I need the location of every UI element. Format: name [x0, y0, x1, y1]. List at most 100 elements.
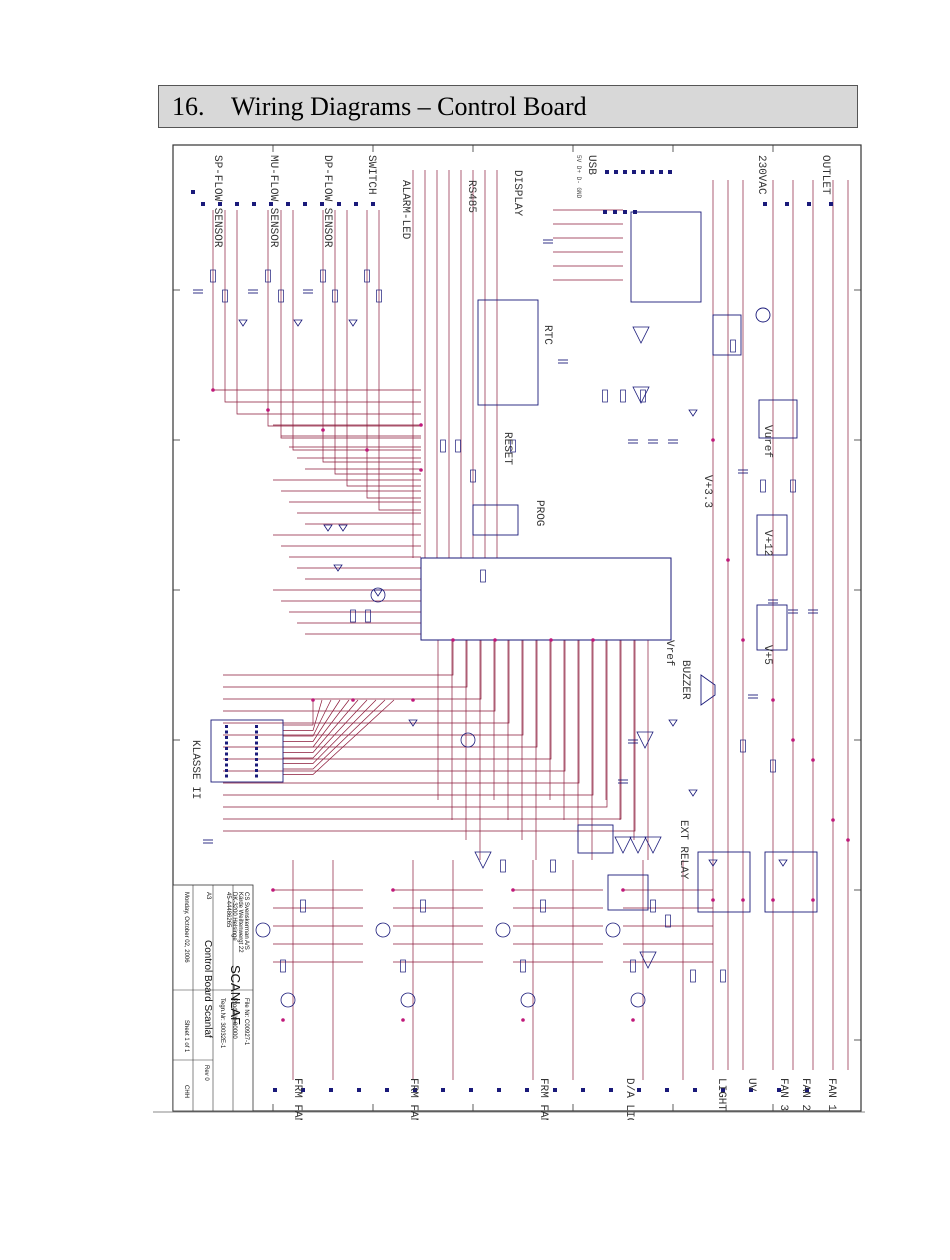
usb-pin — [633, 210, 637, 214]
tb-address: Kärde Weiltenwergt 22 — [237, 892, 243, 953]
junction-dot — [846, 838, 850, 842]
relay-k2 — [697, 851, 751, 913]
transistor — [375, 922, 391, 938]
label-frm-fan2: FRM FAN 2 — [407, 1078, 419, 1120]
wire — [212, 210, 421, 391]
label-rtc: RTC — [541, 325, 553, 345]
diode — [688, 409, 698, 417]
tb-date: Monday, October 02, 2006 — [183, 892, 189, 963]
output-pin — [357, 1088, 361, 1092]
output-pin — [749, 1088, 753, 1092]
label-usb: USB — [585, 155, 597, 175]
klasse-pin — [225, 730, 228, 734]
buzzer-symbol — [700, 674, 716, 706]
resistor — [470, 469, 476, 483]
wire — [346, 210, 421, 487]
label-fan2: FAN 2 — [799, 1078, 811, 1111]
inductor-l1 — [755, 307, 771, 323]
output-pin — [525, 1088, 529, 1092]
connector-pins — [191, 170, 833, 1092]
wire — [223, 640, 524, 736]
output-pin — [805, 1088, 809, 1092]
microcontroller-ic — [420, 557, 672, 641]
output-pin — [777, 1088, 781, 1092]
label-frm-fan1: FRM FAN 1 — [537, 1078, 549, 1120]
junction-dot — [281, 1018, 285, 1022]
wire — [283, 699, 368, 759]
section-title: Wiring Diagrams – Control Board — [231, 92, 587, 121]
label-frm-fan3: FRM FAN 3 — [291, 1078, 303, 1120]
regulator-12v — [756, 514, 788, 556]
tb-title: Control Board Scanlaf — [202, 940, 213, 1038]
sensor-pin — [269, 202, 273, 206]
wire — [283, 699, 377, 764]
diode — [238, 319, 248, 327]
amplifier — [629, 836, 647, 854]
tb-size: A3 — [205, 892, 211, 900]
sensor-pin — [354, 202, 358, 206]
label-fan1: FAN 1 — [825, 1078, 837, 1111]
header-pin — [668, 170, 672, 174]
junction-dot — [511, 888, 515, 892]
klasse-pin — [225, 769, 228, 772]
output-pin — [581, 1088, 585, 1092]
wire — [267, 210, 421, 427]
header-pin — [614, 170, 618, 174]
resistor — [332, 289, 338, 303]
junction-dot — [771, 698, 775, 702]
wire — [283, 700, 314, 726]
junction-dot — [621, 888, 625, 892]
resistor — [500, 859, 506, 873]
header-pin — [650, 170, 654, 174]
junction-dot — [811, 898, 815, 902]
resistor — [280, 959, 286, 973]
resistor — [510, 439, 516, 453]
sensor-pin — [337, 202, 341, 206]
wire — [224, 210, 421, 403]
klasse-pin — [225, 741, 228, 745]
label-vunreg: Vuref — [761, 425, 773, 458]
transistor — [255, 922, 271, 938]
label-v33: V+3.3 — [701, 475, 713, 508]
resistor — [760, 479, 766, 493]
wire — [223, 640, 468, 688]
klasse-pin — [255, 741, 258, 745]
junction-dot — [211, 388, 215, 392]
label-rs485: RS485 — [465, 180, 477, 213]
wire — [223, 640, 636, 832]
sensor-pin — [218, 202, 222, 206]
output-pin — [469, 1088, 473, 1092]
tb-phone: 45-44486265 — [225, 892, 231, 928]
tb-city: DK-3200 Helsinge — [231, 892, 237, 941]
diode — [668, 719, 678, 727]
amplifier — [474, 851, 492, 869]
resistor — [770, 759, 776, 773]
junction-dot — [726, 558, 730, 562]
klasse-pin — [255, 774, 258, 778]
resistor — [222, 289, 228, 303]
resistor — [376, 289, 382, 303]
wire — [223, 640, 496, 712]
wire — [223, 640, 580, 784]
diode — [688, 789, 698, 797]
junction-dot — [401, 1018, 405, 1022]
tb-company: CS Svenskerman A/S — [243, 892, 249, 950]
transistor — [495, 922, 511, 938]
resistor — [790, 479, 796, 493]
resistor — [620, 389, 626, 403]
junction-dot — [771, 898, 775, 902]
klasse-connector — [210, 719, 284, 783]
wire — [236, 210, 421, 415]
wire — [283, 699, 323, 731]
wire — [366, 210, 421, 499]
label-sp-flow: SP-FLOW SENSOR — [211, 155, 223, 248]
resistor — [455, 439, 461, 453]
wire — [283, 699, 395, 775]
wire — [378, 210, 421, 511]
sensor-pin — [371, 202, 375, 206]
label-da-light: D/A LIGHT — [623, 1078, 635, 1120]
control-board-schematic: SP-FLOW SENSOR MU-FLOW SENSOR DP-FLOW SE… — [153, 140, 865, 1120]
resistor — [720, 969, 726, 983]
klasse-pin — [225, 752, 228, 756]
label-dp-flow: DP-FLOW SENSOR — [321, 155, 333, 248]
